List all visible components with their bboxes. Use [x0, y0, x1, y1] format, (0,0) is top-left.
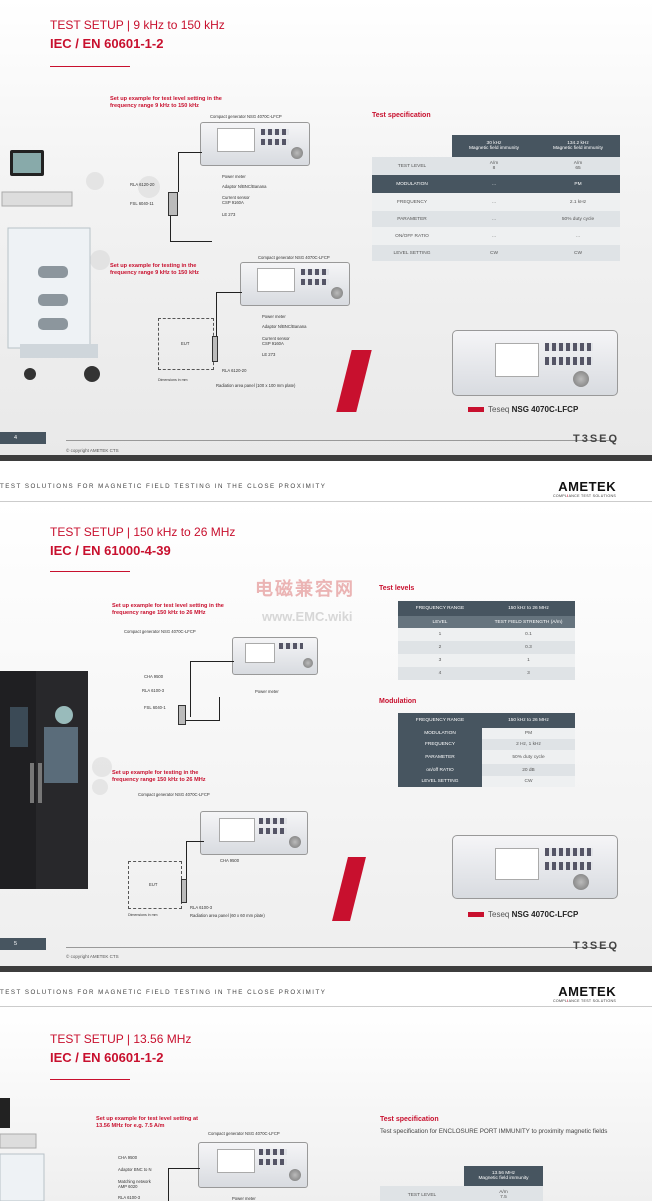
page-5: TEST SOLUTIONS FOR MAGNETIC FIELD TESTIN… [0, 461, 652, 966]
spec-table: 13.56 MHz Magnetic field immunity TEST L… [380, 1166, 543, 1201]
product-photo [452, 835, 618, 899]
generator-drawing [232, 637, 318, 675]
teseq-logo: T3SEQ [573, 433, 620, 445]
watermark-url: www.EMC.wiki [262, 609, 353, 624]
running-header: TEST SOLUTIONS FOR MAGNETIC FIELD TESTIN… [0, 483, 327, 490]
ultrasound-cart-illustration [0, 148, 110, 388]
plug-icon [86, 172, 104, 190]
phone-icon [92, 779, 108, 795]
generator-drawing [240, 262, 350, 306]
product-caption: Teseq NSG 4070C-LFCP [468, 910, 578, 919]
setup1-generator-label: Compact generator NSG 4070C-LFCP [210, 114, 282, 119]
ultrasound-cart-illustration [0, 1094, 50, 1201]
generator-drawing [198, 1142, 308, 1188]
product-caption: Teseq NSG 4070C-LFCP [468, 405, 578, 414]
generator-drawing [200, 122, 310, 166]
fsl-coil [178, 705, 186, 725]
page-6: TEST SOLUTIONS FOR MAGNETIC FIELD TESTIN… [0, 972, 652, 1201]
refrigerator-illustration [0, 667, 92, 893]
title-underline [50, 66, 130, 68]
standard-title: IEC / EN 60601-1-2 [50, 36, 164, 51]
page-4: TEST SETUP | 9 kHz to 150 kHz IEC / EN 6… [0, 0, 652, 455]
wifi-icon [90, 250, 110, 270]
rla-loop [181, 879, 187, 903]
battery-icon [138, 176, 160, 198]
page-title: TEST SETUP | 9 kHz to 150 kHz [50, 18, 225, 32]
generator-drawing [200, 811, 308, 855]
running-header: TEST SOLUTIONS FOR MAGNETIC FIELD TESTIN… [0, 989, 327, 996]
ametek-logo: AMETEK COMPLIANCE TEST SOLUTIONS [553, 479, 617, 498]
fsl-coil [168, 192, 178, 216]
teseq-logo: T3SEQ [573, 940, 620, 952]
page-number: 5 [0, 938, 46, 950]
setup1-label: Set up example for test level setting in… [110, 96, 222, 109]
product-photo [452, 330, 618, 396]
red-accent-bar [336, 350, 372, 412]
ametek-logo: AMETEK COMPLIANCE TEST SOLUTIONS [553, 984, 617, 1003]
red-accent-bar [332, 857, 366, 921]
watermark-cn: 电磁兼容网 [255, 579, 355, 599]
wifi-icon [92, 757, 112, 777]
page-number: 4 [0, 432, 46, 444]
rla-loop [212, 336, 218, 362]
eut-box: EUT [128, 861, 182, 909]
eut-box: EUT [158, 318, 214, 370]
spec-table: 30 kHz Magnetic field immunity 134.2 kHz… [372, 135, 620, 261]
setup2-label: Set up example for testing in the freque… [110, 263, 199, 276]
